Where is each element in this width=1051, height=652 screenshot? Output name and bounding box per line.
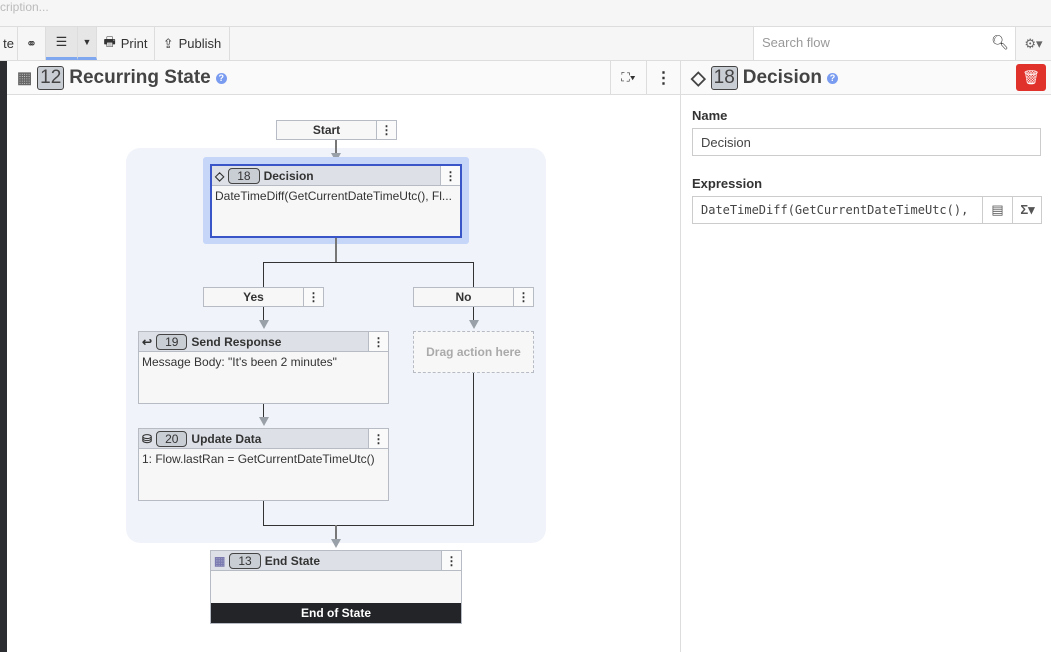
list-icon: ☰ [55,34,68,49]
arrow-icon [331,539,341,548]
settings-menu-button[interactable]: ⚙▾ [1016,27,1051,60]
node-body: DateTimeDiff(GetCurrentDateTimeUtc(), Fl… [215,189,452,203]
list-view-button[interactable]: ☰ [46,27,78,60]
node-menu-button[interactable]: ⋮ [441,551,461,570]
page-title: Recurring State [69,67,211,88]
node-menu-button[interactable]: ⋮ [368,429,388,448]
building-icon: ▦ [17,70,33,87]
node-title: Send Response [191,334,282,349]
toolbar: te ⚭ ☰ ▼ 🖶 Print ⇪ Publish 🔍︎ ⚙▾ [0,27,1051,61]
action-number: 18 [710,66,738,90]
name-input[interactable]: Decision [692,128,1041,156]
description-bar: cription... [0,0,1051,27]
publish-button[interactable]: ⇪ Publish [155,27,230,60]
node-title: End State [264,553,321,568]
node-body: 1: Flow.lastRan = GetCurrentDateTimeUtc(… [142,452,375,466]
building-icon: ▦ [214,553,226,568]
arrow-icon [259,417,269,426]
upload-icon: ⇪ [162,35,174,51]
end-of-state-label: End of State [211,603,461,623]
help-icon[interactable]: ? [215,72,227,84]
start-label: Start [312,123,341,137]
sitemap-icon: ⛶▾ [621,70,636,84]
name-value: Decision [701,134,751,150]
yes-menu-button[interactable]: ⋮ [303,288,323,306]
editor-icon: ▤ [991,202,1004,217]
no-label: No [455,290,472,304]
yes-label: Yes [243,290,264,304]
drag-action-drop-zone[interactable]: Drag action here [413,331,534,373]
node-number: 18 [228,167,260,184]
diamond-icon: ◇ [691,67,706,89]
expression-field: DateTimeDiff(GetCurrentDateTimeUtc(), ▤ … [692,196,1042,224]
start-node[interactable]: Start ⋮ [276,120,397,140]
properties-panel: ◇ 18 Decision ? 🗑︎ Name Decision Express… [680,61,1051,652]
sigma-icon: Σ▾ [1020,202,1035,217]
start-menu-button[interactable]: ⋮ [376,121,396,139]
trash-icon: 🗑︎ [1022,69,1040,85]
caret-down-icon: ▼ [82,37,92,47]
yes-branch[interactable]: Yes ⋮ [203,287,324,307]
arrow-icon [469,320,479,329]
publish-label: Publish [178,36,222,51]
left-dark-bar [0,61,7,652]
node-title: Update Data [191,431,262,446]
description-field[interactable]: cription... [0,0,49,14]
drag-label: Drag action here [426,345,521,359]
delete-button[interactable]: 🗑︎ [1016,64,1046,91]
node-menu-button[interactable]: ⋮ [368,332,388,351]
node-menu-button[interactable]: ⋮ [440,166,460,185]
node-body: Message Body: "It's been 2 minutes" [142,355,337,369]
link-icon: ⚭ [26,35,37,51]
no-menu-button[interactable]: ⋮ [513,288,533,306]
help-icon[interactable]: ? [826,72,838,84]
action-title: Decision [742,67,822,88]
properties-header: ◇ 18 Decision ? 🗑︎ [681,61,1051,95]
toolbar-partial-button[interactable]: te [0,27,18,60]
print-button[interactable]: 🖶 Print [97,27,155,60]
print-label: Print [120,36,148,51]
kebab-icon: ⋮ [655,69,672,87]
name-label: Name [692,108,728,123]
reply-icon: ↩ [142,334,153,349]
link-button[interactable]: ⚭ [18,27,46,60]
more-options-button[interactable]: ⋮ [646,61,680,94]
expression-input[interactable]: DateTimeDiff(GetCurrentDateTimeUtc(), [701,203,969,217]
partial-label: te [3,36,14,51]
state-number: 12 [37,66,65,90]
expression-label: Expression [692,176,763,191]
no-branch[interactable]: No ⋮ [413,287,534,307]
expression-editor-button[interactable]: ▤ [982,197,1012,223]
diamond-icon: ◇ [215,168,225,183]
layout-menu-button[interactable]: ⛶▾ [610,61,646,94]
gear-icon: ⚙▾ [1024,35,1043,51]
node-number: 19 [156,333,188,350]
print-icon: 🖶 [103,33,116,49]
node-number: 13 [229,552,261,569]
database-icon: ⛁ [142,431,153,446]
node-number: 20 [156,430,188,447]
search-input[interactable] [754,27,984,58]
functions-menu-button[interactable]: Σ▾ [1012,197,1041,223]
arrow-icon [259,320,269,329]
state-header: ▦ 12 Recurring State ? ⛶▾ ⋮ [7,61,680,95]
node-title: Decision [263,168,314,183]
search-box: 🔍︎ [753,27,1016,60]
list-view-dropdown[interactable]: ▼ [78,27,97,60]
search-icon[interactable]: 🔍︎ [991,34,1009,50]
